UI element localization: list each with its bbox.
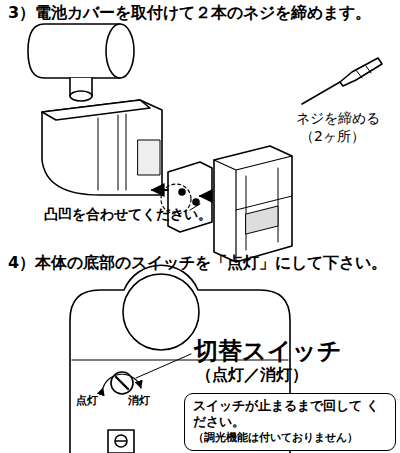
- callout-text: （2ヶ所）: [300, 128, 365, 144]
- switch-position: 点灯: [76, 395, 98, 408]
- leader-line: [136, 354, 191, 378]
- rotary-switch: [103, 372, 141, 394]
- screw: [108, 430, 134, 453]
- step-heading: 3）電池カバーを取付けて２本のネジを締めます。: [8, 4, 371, 22]
- switch-position: 消灯: [128, 395, 150, 408]
- note-text: スイッチが止まるまで回して ください。: [193, 398, 387, 431]
- screwdriver: [302, 58, 382, 104]
- note-text: （調光機能は付いておりません）: [193, 431, 387, 445]
- lamp-head: [28, 24, 134, 101]
- battery-cover: [214, 146, 292, 262]
- note-box: スイッチが止まるまで回して ください。（調光機能は付いておりません）: [184, 393, 396, 451]
- part-note: （点灯／消灯）: [196, 366, 308, 384]
- step-heading: 4）本体の底部のスイッチを「点灯」にして下さい。: [8, 254, 387, 272]
- callout-text: ネジを締める: [296, 110, 380, 126]
- assembly-arrow: [152, 190, 212, 196]
- note-text: 凸凹を合わせてください。: [44, 206, 212, 222]
- lamp-body: [42, 100, 162, 195]
- part-name: 切替スイッチ: [194, 338, 342, 366]
